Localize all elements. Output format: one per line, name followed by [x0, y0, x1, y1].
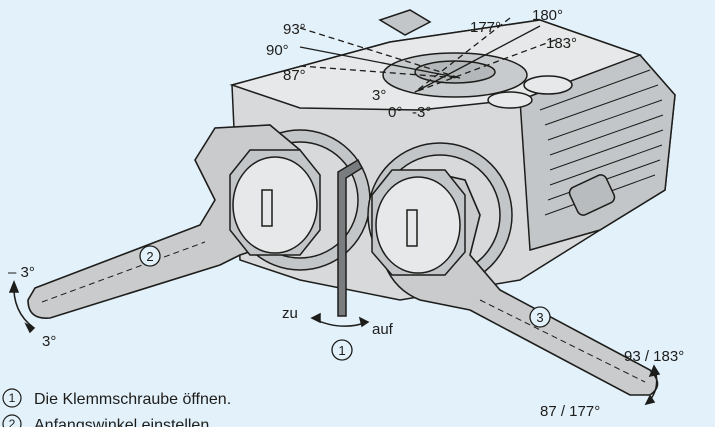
step-1-number: 1	[9, 391, 16, 405]
allen-key-open-label: auf	[372, 321, 394, 338]
angle-87-label: 87°	[283, 67, 306, 84]
angle-minus3-label: -3°	[412, 104, 431, 121]
angle-90-label: 90°	[266, 42, 289, 59]
step-1: 1 Die Klemmschraube öffnen.	[2, 388, 231, 408]
angle-93-label: 93°	[283, 21, 306, 38]
left-wrench-number-circle	[139, 245, 161, 267]
right-wrench-bottom-angle: 87 / 177°	[540, 403, 600, 420]
angle-180-label: 180°	[532, 7, 563, 24]
angle-0-label: 0°	[388, 104, 402, 121]
allen-key-number-circle	[331, 339, 353, 361]
allen-key-number: 1	[338, 343, 345, 358]
left-wrench-bottom-angle: 3°	[42, 333, 56, 350]
angle-183-label: 183°	[546, 35, 577, 52]
right-wrench-top-angle: 93 / 183°	[624, 348, 684, 365]
rotation-arrow-allen	[310, 312, 370, 328]
allen-key	[337, 158, 363, 317]
left-nut	[229, 149, 321, 256]
rotation-arrow-right	[644, 364, 661, 406]
step-2-text: Anfangswinkel einstellen.	[34, 417, 214, 427]
allen-key-close-label: zu	[282, 305, 298, 322]
step-2: 2 Anfangswinkel einstellen.	[2, 414, 214, 427]
step-2-number-circle	[2, 414, 22, 427]
step-1-text: Die Klemmschraube öffnen.	[34, 391, 231, 408]
left-wrench-number: 2	[146, 249, 153, 264]
angle-lines	[299, 17, 556, 93]
step-2-number: 2	[9, 417, 16, 427]
left-wrench-top-angle: – 3°	[8, 264, 35, 281]
right-wrench-number-circle	[529, 306, 551, 328]
angle-3-label: 3°	[372, 87, 386, 104]
step-1-number-circle	[2, 388, 22, 408]
right-wrench-number: 3	[536, 310, 543, 325]
steps-list: 1 Die Klemmschraube öffnen. 2 Anfangswin…	[2, 388, 231, 427]
right-nut	[371, 169, 466, 276]
angle-177-label: 177°	[470, 19, 501, 36]
rotation-arrow-left	[8, 279, 36, 334]
